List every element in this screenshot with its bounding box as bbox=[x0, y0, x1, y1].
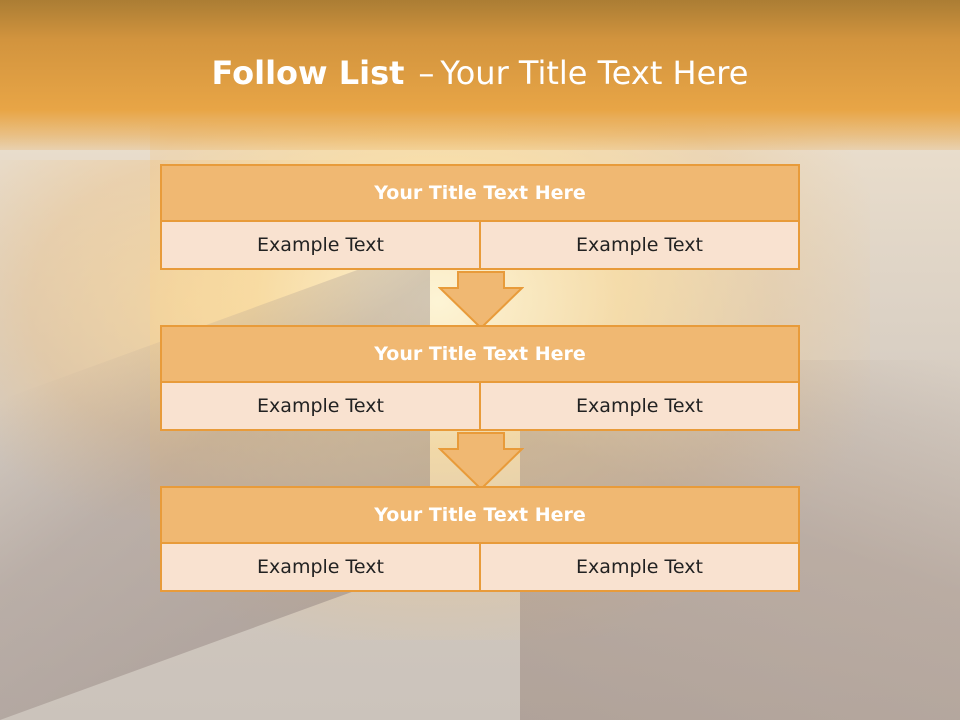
down-arrow-icon bbox=[438, 432, 524, 491]
slide-title-bold: Follow List bbox=[211, 54, 405, 92]
step-row: Example Text Example Text bbox=[162, 222, 798, 268]
step-row: Example Text Example Text bbox=[162, 383, 798, 429]
slide-title-dash: – bbox=[418, 54, 435, 92]
step-cell-right: Example Text bbox=[479, 222, 798, 268]
title-band bbox=[0, 0, 960, 150]
step-title: Your Title Text Here bbox=[162, 488, 798, 544]
step-box-3: Your Title Text Here Example Text Exampl… bbox=[160, 486, 800, 592]
step-cell-left: Example Text bbox=[257, 395, 384, 417]
step-cell-left: Example Text bbox=[257, 234, 384, 256]
slide-title: Follow List–Your Title Text Here bbox=[0, 54, 960, 92]
step-box-1: Your Title Text Here Example Text Exampl… bbox=[160, 164, 800, 270]
step-cell-right: Example Text bbox=[479, 544, 798, 590]
step-title: Your Title Text Here bbox=[162, 327, 798, 383]
step-cell-right: Example Text bbox=[479, 383, 798, 429]
step-box-2: Your Title Text Here Example Text Exampl… bbox=[160, 325, 800, 431]
slide-title-rest: Your Title Text Here bbox=[440, 54, 749, 92]
step-row: Example Text Example Text bbox=[162, 544, 798, 590]
step-title: Your Title Text Here bbox=[162, 166, 798, 222]
down-arrow-icon bbox=[438, 271, 524, 330]
step-cell-left: Example Text bbox=[257, 556, 384, 578]
